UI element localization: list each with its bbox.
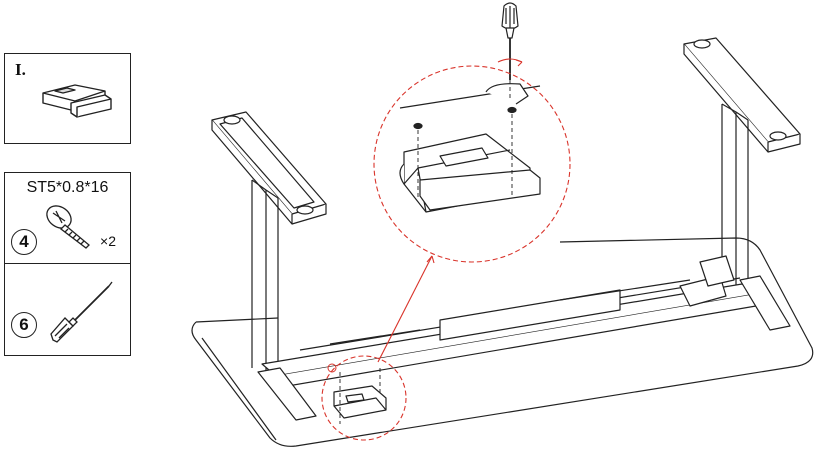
screwdriver-drawing — [502, 3, 518, 80]
zoom-screws — [414, 108, 516, 129]
zoomed-control-box — [400, 84, 540, 212]
